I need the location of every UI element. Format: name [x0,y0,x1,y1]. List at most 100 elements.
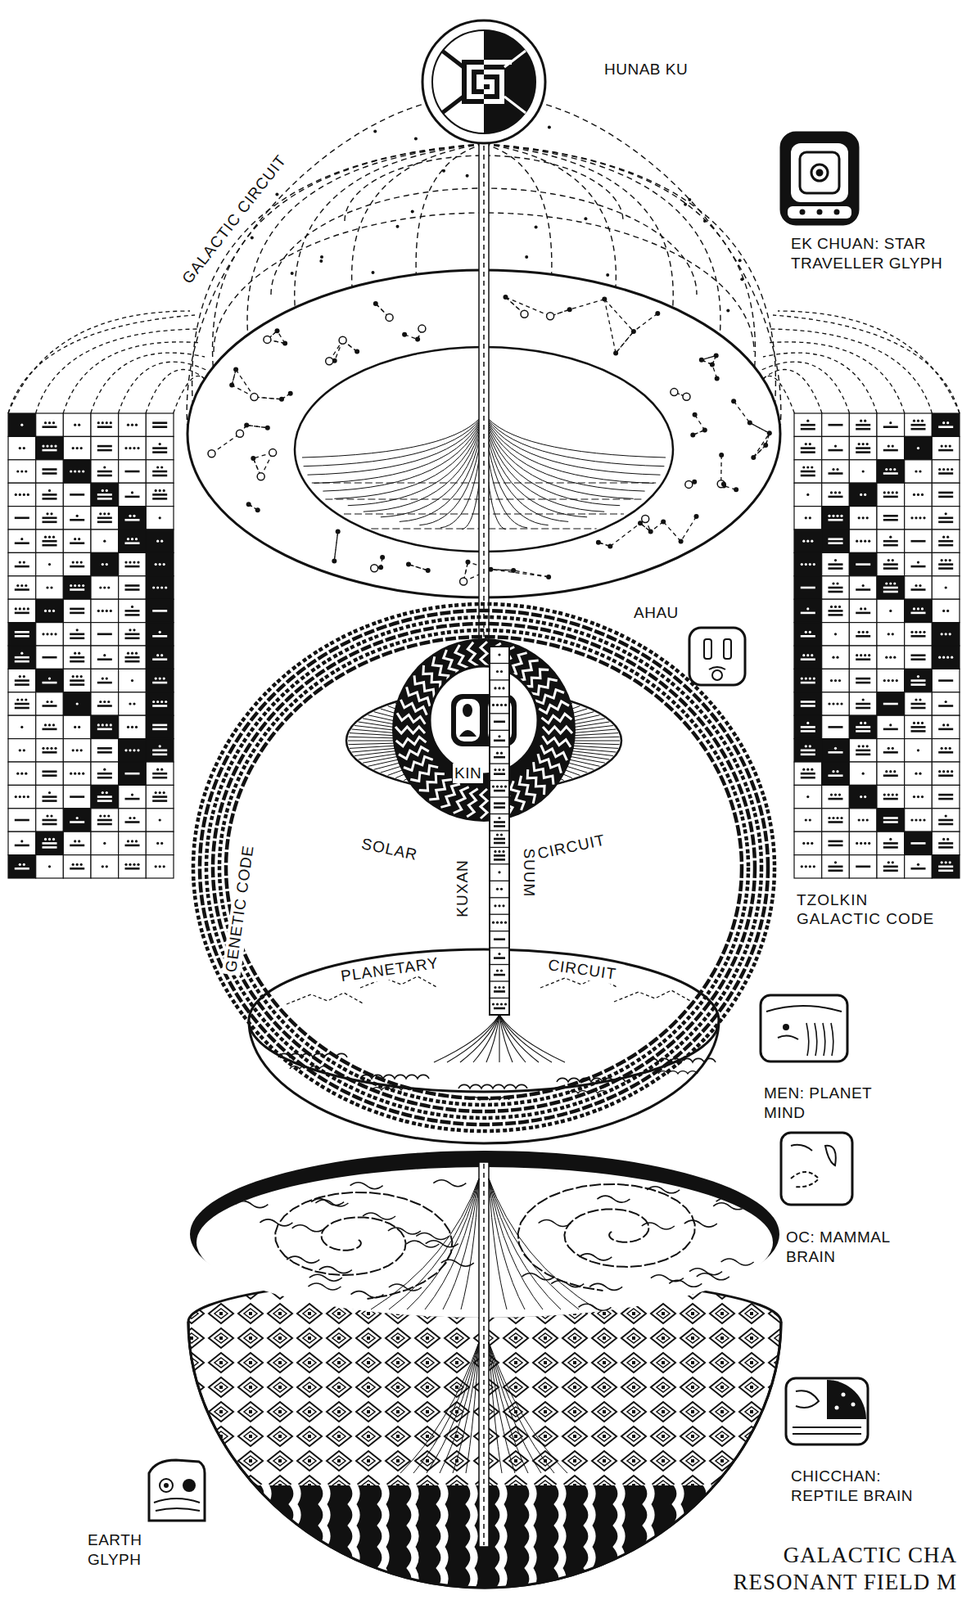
numeral-dot [863,493,867,497]
funnel-line [303,413,484,467]
numeral-dot [160,700,163,704]
numeral-bar [152,704,168,708]
numeral-bar [938,544,953,547]
numeral-dot [154,791,158,795]
numeral-bar [493,756,506,759]
tzolkin-cell [931,483,960,506]
sun-flame [480,789,488,819]
tzolkin-cell [821,762,850,786]
numeral-dot [497,904,501,908]
numeral-dot [105,563,109,566]
brain-fold [315,1200,348,1207]
numeral-dot [810,465,813,469]
numeral-bar [855,635,871,638]
numeral-bar [800,776,816,780]
star [379,555,385,561]
art-circle [817,209,823,216]
star [282,341,288,347]
numeral-dot [44,536,47,539]
numeral-dot [858,818,861,822]
tzolkin-cell [821,692,850,716]
numeral-dot [918,698,922,701]
tzolkin-cell [931,599,960,623]
art-rect [787,206,852,219]
art-path [777,1035,799,1040]
numeral-dot [126,652,130,655]
numeral-dot [135,652,138,655]
tzolkin-cell [90,506,119,530]
numeral-dot [827,702,831,705]
tzolkin-cell [821,623,850,646]
numeral-dot [889,770,892,773]
numeral-dot [804,818,808,822]
numeral-dot [72,675,75,678]
glyph-box: EARTH GLYPH [143,1460,205,1523]
tzolkin-cell [90,692,119,716]
tzolkin-cell [118,599,147,623]
numeral-dot [887,861,890,864]
numeral-bar [493,806,506,809]
star [702,428,708,434]
numeral-dot [48,865,51,868]
tzolkin-cell [118,460,147,484]
numeral-bar [911,726,926,729]
diagram-label: GALACTIC CIRCUIT [177,149,294,290]
numeral-dot [136,749,140,752]
numeral-dot [831,514,835,518]
numeral-dot [800,677,804,681]
numeral-dot [20,772,23,776]
numeral-dot [831,582,835,585]
numeral-dot [862,745,865,748]
numeral-dot [910,631,913,634]
numeral-dot [891,794,895,797]
numeral-dot [863,607,867,610]
numeral-dot [493,768,497,772]
tzolkin-cell [849,529,877,553]
numeral-dot [107,700,110,704]
star-dot [250,235,254,240]
numeral-bar [828,609,844,613]
numeral-dot [916,722,920,725]
tzolkin-cell [8,785,37,809]
numeral-dot [158,516,162,520]
star [733,487,739,493]
numeral-bar [911,654,926,657]
numeral-dot [158,818,162,822]
numeral-bar [152,447,168,450]
constellation-line [246,425,268,429]
tzolkin-cell [90,552,119,576]
sun-flame [423,665,441,692]
numeral-bar [883,591,899,594]
numeral-dot [504,785,507,789]
shoulder-line [777,311,960,414]
numeral-dot [916,863,920,867]
tzolkin-cell [145,762,174,786]
numeral-dot [16,772,19,776]
numeral-bar [828,866,844,869]
numeral-dot [73,537,77,541]
numeral-bar [883,540,899,543]
sun-flame [529,679,558,696]
numeral-dot [810,768,813,772]
kin-glyph [429,666,538,775]
numeral-dot [76,675,79,678]
numeral-bar [493,974,506,977]
sun-flame [542,736,571,748]
numeral-dot [49,632,53,636]
numeral-bar [14,565,30,569]
numeral-dot [97,421,100,425]
numeral-bar [152,728,168,732]
tzolkin-cell [90,436,119,460]
star [246,501,252,507]
numeral-dot [132,749,136,752]
numeral-dot [802,654,805,657]
numeral-dot [834,605,837,609]
numeral-bar [69,656,85,660]
funnel-line [322,413,484,492]
art-path [795,1391,819,1409]
numeral-dot [22,561,26,565]
funnel-line [483,413,666,458]
tzolkin-cell [821,576,850,600]
tzolkin-cell [36,855,64,879]
numeral-bar [883,751,899,755]
